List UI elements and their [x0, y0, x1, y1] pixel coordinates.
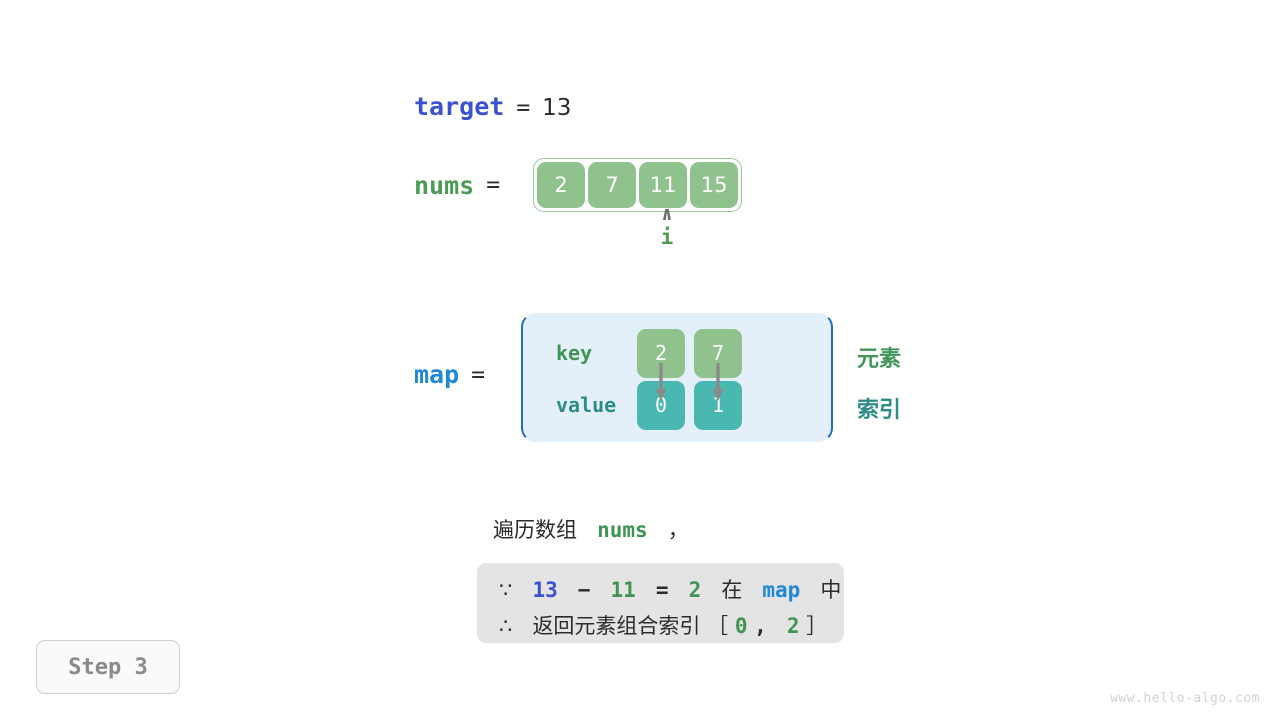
map-value-cells: 0 1: [637, 380, 742, 430]
note-index-1: 2: [786, 614, 800, 638]
note-minus-sign: −: [577, 578, 591, 602]
nums-equals-sign: =: [486, 172, 501, 198]
note-tail-word: 中: [820, 578, 842, 602]
target-equals-sign: =: [516, 95, 531, 121]
target-value: 13: [542, 95, 572, 121]
annotation-indices: 索引: [857, 398, 902, 423]
nums-cell: 2: [537, 162, 586, 208]
note-index-0: 0: [734, 614, 748, 638]
caption-suffix: ，: [667, 518, 689, 542]
caret-up-icon: ∧: [661, 203, 673, 225]
caption-nums-highlight: nums: [597, 518, 648, 542]
annotation-elements: 元素: [857, 347, 902, 372]
nums-index-pointer: ∧ i: [650, 203, 684, 252]
note-result: 2: [688, 578, 702, 602]
map-variable-row: map =: [414, 360, 485, 389]
key-to-value-arrow-icon: [712, 363, 724, 401]
because-symbol: ∵: [499, 578, 513, 602]
map-panel: key 2 7 value 0 1: [521, 313, 833, 442]
note-bracket-open: ［: [707, 614, 729, 638]
key-to-value-arrow-icon: [655, 363, 667, 401]
map-value-cell: 1: [694, 380, 742, 430]
map-key-row: key 2 7: [523, 327, 831, 379]
note-bracket-close: ］: [806, 614, 828, 638]
note-operand-a: 13: [532, 578, 558, 602]
caption-prefix: 遍历数组: [493, 518, 577, 542]
map-value-row: value 0 1: [523, 379, 831, 431]
map-equals-sign: =: [471, 361, 486, 388]
note-box: ∵ 13 − 11 = 2 在 map 中 ∴ 返回元素组合索引 ［ 0 , 2…: [477, 563, 844, 643]
note-line-2: ∴ 返回元素组合索引 ［ 0 , 2 ］: [499, 608, 827, 644]
nums-variable-name: nums: [414, 170, 475, 200]
nums-cell: 15: [690, 162, 739, 208]
map-variable-name: map: [414, 360, 460, 389]
watermark: www.hello-algo.com: [1110, 691, 1260, 706]
map-key-label: key: [556, 341, 593, 365]
note-return-text: 返回元素组合索引: [532, 614, 701, 638]
note-line-1: ∵ 13 − 11 = 2 在 map 中: [499, 572, 841, 608]
note-equals-sign: =: [655, 578, 669, 602]
map-value-label: value: [556, 393, 617, 417]
map-key-cells: 2 7: [637, 328, 742, 378]
target-variable-row: target = 13: [414, 92, 571, 121]
nums-cell: 7: [588, 162, 637, 208]
caption-traverse-array: 遍历数组 nums ，: [493, 514, 689, 544]
note-in-word: 在: [721, 578, 743, 602]
nums-array-container: 2 7 11 15: [533, 158, 743, 212]
step-badge: Step 3: [36, 640, 180, 694]
target-variable-name: target: [414, 92, 505, 121]
note-operand-b: 11: [610, 578, 636, 602]
therefore-symbol: ∴: [499, 614, 513, 638]
note-map-word: map: [762, 578, 801, 602]
nums-cell: 11: [639, 162, 688, 208]
nums-array-row: nums = 2 7 11 15: [414, 158, 743, 212]
map-value-cell: 0: [637, 380, 685, 430]
map-grid: key 2 7 value 0 1: [523, 315, 831, 440]
pointer-label-i: i: [660, 225, 674, 249]
note-index-comma: ,: [754, 614, 767, 638]
